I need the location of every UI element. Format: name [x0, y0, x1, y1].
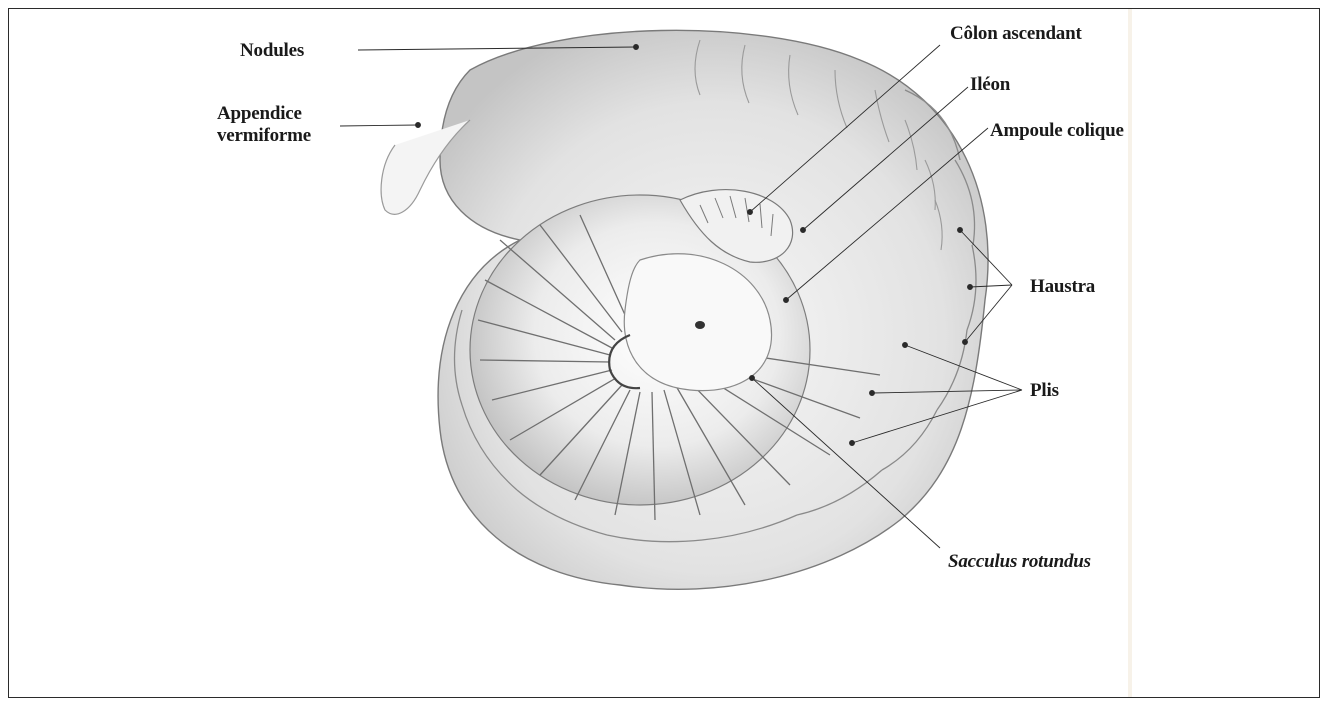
- central-orifice: [695, 321, 705, 329]
- label-haustra: Haustra: [1030, 276, 1095, 298]
- label-nodules: Nodules: [240, 40, 304, 62]
- label-appendice: Appendice vermiforme: [217, 103, 311, 147]
- label-plis: Plis: [1030, 380, 1059, 402]
- label-ampoule-colique: Ampoule colique: [990, 120, 1124, 142]
- label-appendice-line1: Appendice: [217, 103, 311, 125]
- label-colon-ascendant: Côlon ascendant: [950, 23, 1082, 45]
- label-sacculus-rotundus: Sacculus rotundus: [948, 551, 1091, 573]
- label-ileon: Iléon: [970, 74, 1010, 96]
- label-appendice-line2: vermiforme: [217, 125, 311, 147]
